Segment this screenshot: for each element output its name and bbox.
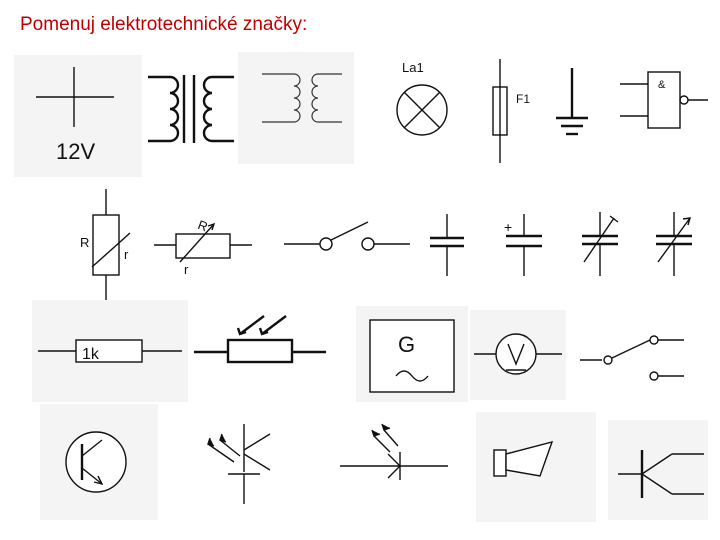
lamp-symbol: La1 xyxy=(380,52,476,167)
potentiometer-symbol: R r xyxy=(150,210,260,280)
ac-generator-symbol: G xyxy=(356,306,468,402)
page-title: Pomenuj elektrotechnické značky: xyxy=(20,14,308,35)
photoresistor-symbol xyxy=(190,300,330,400)
trimmer-capacitor-symbol xyxy=(574,208,626,280)
fuse-symbol: F1 xyxy=(478,55,538,167)
rheostat-symbol: R r xyxy=(68,185,144,305)
battery-symbol: 12V xyxy=(14,55,142,177)
transformer-coupled-symbol xyxy=(238,52,354,164)
and-gate-symbol: & xyxy=(612,62,712,142)
voltmeter-symbol xyxy=(470,310,566,400)
fuse-label: F1 xyxy=(516,92,530,106)
lamp-label: La1 xyxy=(402,60,424,75)
battery-voltage-label: 12V xyxy=(56,139,95,164)
ground-symbol xyxy=(546,60,606,150)
resistor-symbol: 1k xyxy=(32,300,188,402)
rheostat-label-R: R xyxy=(80,235,89,250)
capacitor-symbol xyxy=(424,210,470,280)
switch-symbol xyxy=(276,200,416,280)
diode-symbol xyxy=(608,420,708,520)
rheostat-label-r: r xyxy=(124,247,129,262)
polarized-plus-label: + xyxy=(504,219,512,235)
phototransistor-symbol xyxy=(178,410,296,522)
resistor-value-label: 1k xyxy=(82,346,100,363)
transistor-symbol xyxy=(40,404,158,520)
potentiometer-label-r: r xyxy=(184,262,189,277)
transformer-symbol xyxy=(142,55,238,155)
and-gate-label: & xyxy=(658,79,666,91)
generator-label: G xyxy=(398,332,415,357)
speaker-symbol xyxy=(476,412,596,522)
changeover-switch-symbol xyxy=(580,310,692,402)
polarized-capacitor-symbol: + xyxy=(498,210,550,280)
variable-capacitor-symbol xyxy=(648,208,700,280)
photodiode-symbol xyxy=(336,410,454,510)
